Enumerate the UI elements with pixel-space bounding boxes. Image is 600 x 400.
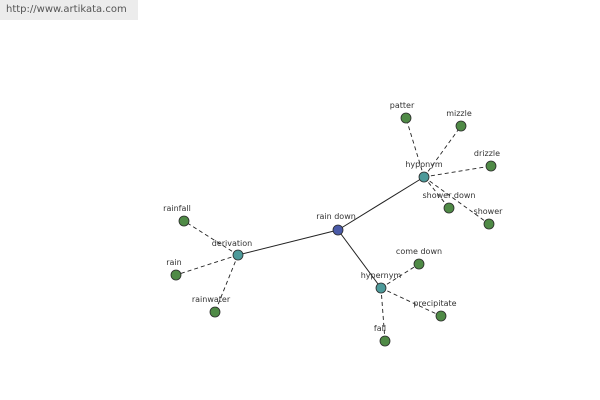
node-shower[interactable]: shower xyxy=(474,207,504,230)
edge-derivation-rainfall xyxy=(183,220,239,256)
node-marker-rain[interactable] xyxy=(170,269,182,281)
node-marker-fall[interactable] xyxy=(379,335,391,347)
node-derivation[interactable]: derivation xyxy=(212,239,252,261)
node-label-patter: patter xyxy=(390,101,415,110)
node-marker-derivation[interactable] xyxy=(232,249,244,261)
node-label-fall: fall xyxy=(374,324,386,333)
node-label-drizzle: drizzle xyxy=(474,149,500,158)
node-label-rainwater: rainwater xyxy=(192,295,231,304)
node-label-shower: shower xyxy=(474,207,504,216)
node-label-rainfall: rainfall xyxy=(163,204,191,213)
node-marker-patter[interactable] xyxy=(400,112,412,124)
edge-hypernym-fall xyxy=(380,287,386,342)
node-hypernym[interactable]: hypernym xyxy=(361,271,402,294)
node-marker-mizzle[interactable] xyxy=(455,120,467,132)
node-mizzle[interactable]: mizzle xyxy=(446,109,472,132)
node-marker-rainfall[interactable] xyxy=(178,215,190,227)
edge-hyponym-shower xyxy=(423,176,490,225)
node-rain-down[interactable]: rain down xyxy=(316,212,356,236)
node-marker-shower[interactable] xyxy=(483,218,495,230)
edge-rain-down-hypernym xyxy=(337,229,382,289)
node-marker-rain-down[interactable] xyxy=(332,224,344,236)
node-hyponym[interactable]: hyponym xyxy=(405,160,443,183)
node-rainwater[interactable]: rainwater xyxy=(192,295,231,318)
edge-hyponym-patter xyxy=(405,117,425,178)
node-label-rain-down: rain down xyxy=(316,212,356,221)
node-marker-hypernym[interactable] xyxy=(375,282,387,294)
node-rainfall[interactable]: rainfall xyxy=(163,204,191,227)
node-label-rain: rain xyxy=(166,258,181,267)
node-label-hyponym: hyponym xyxy=(405,160,443,169)
node-label-shower-down: shower down xyxy=(422,191,475,200)
node-marker-rainwater[interactable] xyxy=(209,306,221,318)
node-rain[interactable]: rain xyxy=(166,258,182,281)
node-marker-hyponym[interactable] xyxy=(418,171,430,183)
node-marker-shower-down[interactable] xyxy=(443,202,455,214)
node-label-come-down: come down xyxy=(396,247,442,256)
edge-rain-down-hyponym xyxy=(337,176,425,231)
node-patter[interactable]: patter xyxy=(390,101,415,124)
node-precipitate[interactable]: precipitate xyxy=(413,299,457,322)
edge-rain-down-derivation xyxy=(237,229,339,256)
node-fall[interactable]: fall xyxy=(374,324,391,347)
node-label-derivation: derivation xyxy=(212,239,252,248)
node-label-precipitate: precipitate xyxy=(413,299,456,308)
node-shower-down[interactable]: shower down xyxy=(422,191,476,214)
node-marker-precipitate[interactable] xyxy=(435,310,447,322)
edge-hyponym-mizzle xyxy=(423,125,462,178)
node-marker-drizzle[interactable] xyxy=(485,160,497,172)
node-label-hypernym: hypernym xyxy=(361,271,402,280)
edge-derivation-rainwater xyxy=(214,254,239,313)
source-url[interactable]: http://www.artikata.com xyxy=(0,0,138,20)
nodes-layer: rain down hyponym derivation hypernym patter… xyxy=(163,101,504,347)
node-come-down[interactable]: come down xyxy=(396,247,442,270)
edge-hyponym-drizzle xyxy=(423,165,492,178)
node-label-mizzle: mizzle xyxy=(446,109,472,118)
node-drizzle[interactable]: drizzle xyxy=(474,149,500,172)
edges-layer xyxy=(175,117,492,342)
edge-derivation-rain xyxy=(175,254,239,276)
node-marker-come-down[interactable] xyxy=(413,258,425,270)
edge-hypernym-come-down xyxy=(380,263,420,289)
